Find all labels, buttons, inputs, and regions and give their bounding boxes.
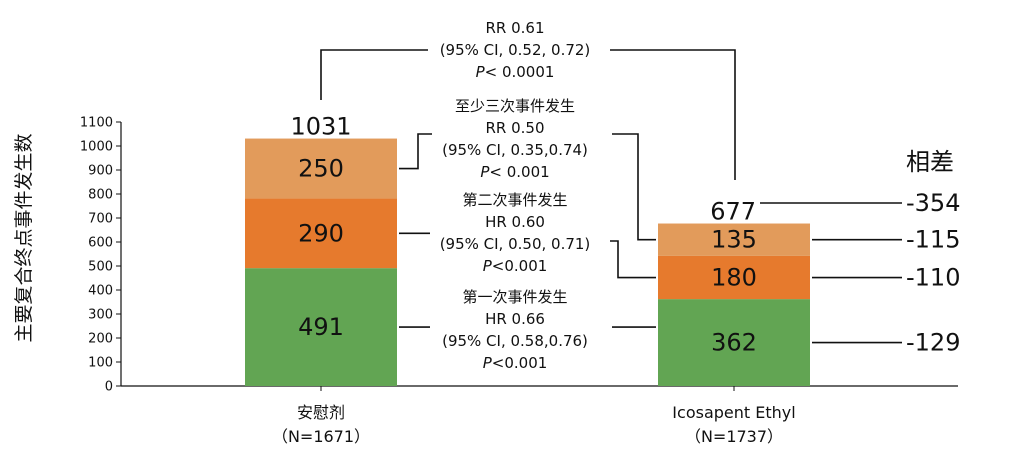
total-label-1: 677 [710, 198, 756, 226]
segment-value-label: 250 [298, 155, 344, 183]
y-tick-label: 500 [88, 260, 113, 275]
annotations: RR 0.61 (95% CI, 0.52, 0.72) P< 0.0001 至少三次… [440, 19, 591, 372]
y-tick-label: 700 [88, 212, 113, 227]
category-sublabel: （N=1737） [685, 427, 783, 446]
annotation-total-line: RR 0.61 [485, 19, 544, 37]
category-sublabel: （N=1671） [272, 427, 370, 446]
difference-title: 相差 [906, 148, 954, 176]
connector-total-right [610, 49, 736, 180]
y-tick-label: 100 [88, 356, 113, 371]
segment-value-label: 491 [298, 313, 344, 341]
segment-value-label: 362 [711, 329, 757, 357]
bar-first-0 [245, 268, 397, 386]
annotation-second-line: 第二次事件发生 [462, 191, 567, 209]
bar-second-0 [245, 198, 397, 269]
connector-second-right [610, 240, 656, 279]
annotation-second-p: P<0.001 [483, 257, 548, 275]
y-tick-label: 900 [88, 164, 113, 179]
y-tick-label: 800 [88, 188, 113, 203]
difference-value-second: -110 [906, 264, 960, 292]
y-axis-label: 主要复合终点事件发生数 [13, 133, 35, 342]
annotation-third-line: 至少三次事件发生 [455, 97, 575, 115]
annotation-third-p: P< 0.001 [480, 163, 549, 181]
annotation-first-line: 第一次事件发生 [462, 288, 567, 306]
segment-value-label: 135 [711, 226, 757, 254]
differences: 相差 -354 -115 -110 -129 [760, 148, 960, 357]
y-tick-label: 300 [88, 308, 113, 323]
difference-value-third: -115 [906, 226, 960, 254]
total-label-0: 1031 [290, 113, 351, 141]
category-label: Icosapent Ethyl [672, 403, 795, 422]
bars [245, 138, 810, 386]
annotation-total-p: P< 0.0001 [476, 63, 555, 81]
y-tick-label: 400 [88, 284, 113, 299]
y-tick-label: 1000 [80, 140, 113, 155]
category-label: 安慰剂 [297, 403, 345, 422]
category-labels: 安慰剂 （N=1671） Icosapent Ethyl （N=1737） [272, 403, 796, 446]
difference-value-first: -129 [906, 329, 960, 357]
connector-total-left [320, 49, 428, 100]
connectors [320, 49, 736, 328]
bar-third-1 [658, 223, 810, 256]
annotation-first-line: (95% CI, 0.58,0.76) [442, 332, 588, 350]
bar-second-1 [658, 255, 810, 300]
y-tick-label: 1100 [80, 116, 113, 131]
annotation-first-line: HR 0.66 [485, 310, 545, 328]
y-tick-label: 200 [88, 332, 113, 347]
difference-value-total: -354 [906, 189, 960, 217]
annotation-third-line: (95% CI, 0.35,0.74) [442, 141, 588, 159]
annotation-second-line: HR 0.60 [485, 213, 545, 231]
y-axis: 0 100 200 300 400 500 600 700 800 900 1000 1100 [80, 116, 958, 395]
annotation-third-line: RR 0.50 [485, 119, 544, 137]
annotation-total-line: (95% CI, 0.52, 0.72) [440, 41, 591, 59]
segment-value-label: 290 [298, 219, 344, 247]
connector-third-left [399, 133, 432, 170]
connector-third-right [612, 133, 656, 241]
bar-first-1 [658, 299, 810, 386]
annotation-second-line: (95% CI, 0.50, 0.71) [440, 235, 591, 253]
bar-third-0 [245, 138, 397, 199]
annotation-first-p: P<0.001 [483, 354, 548, 372]
y-tick-label: 600 [88, 236, 113, 251]
segment-value-label: 180 [711, 264, 757, 292]
y-tick-label: 0 [105, 380, 113, 395]
